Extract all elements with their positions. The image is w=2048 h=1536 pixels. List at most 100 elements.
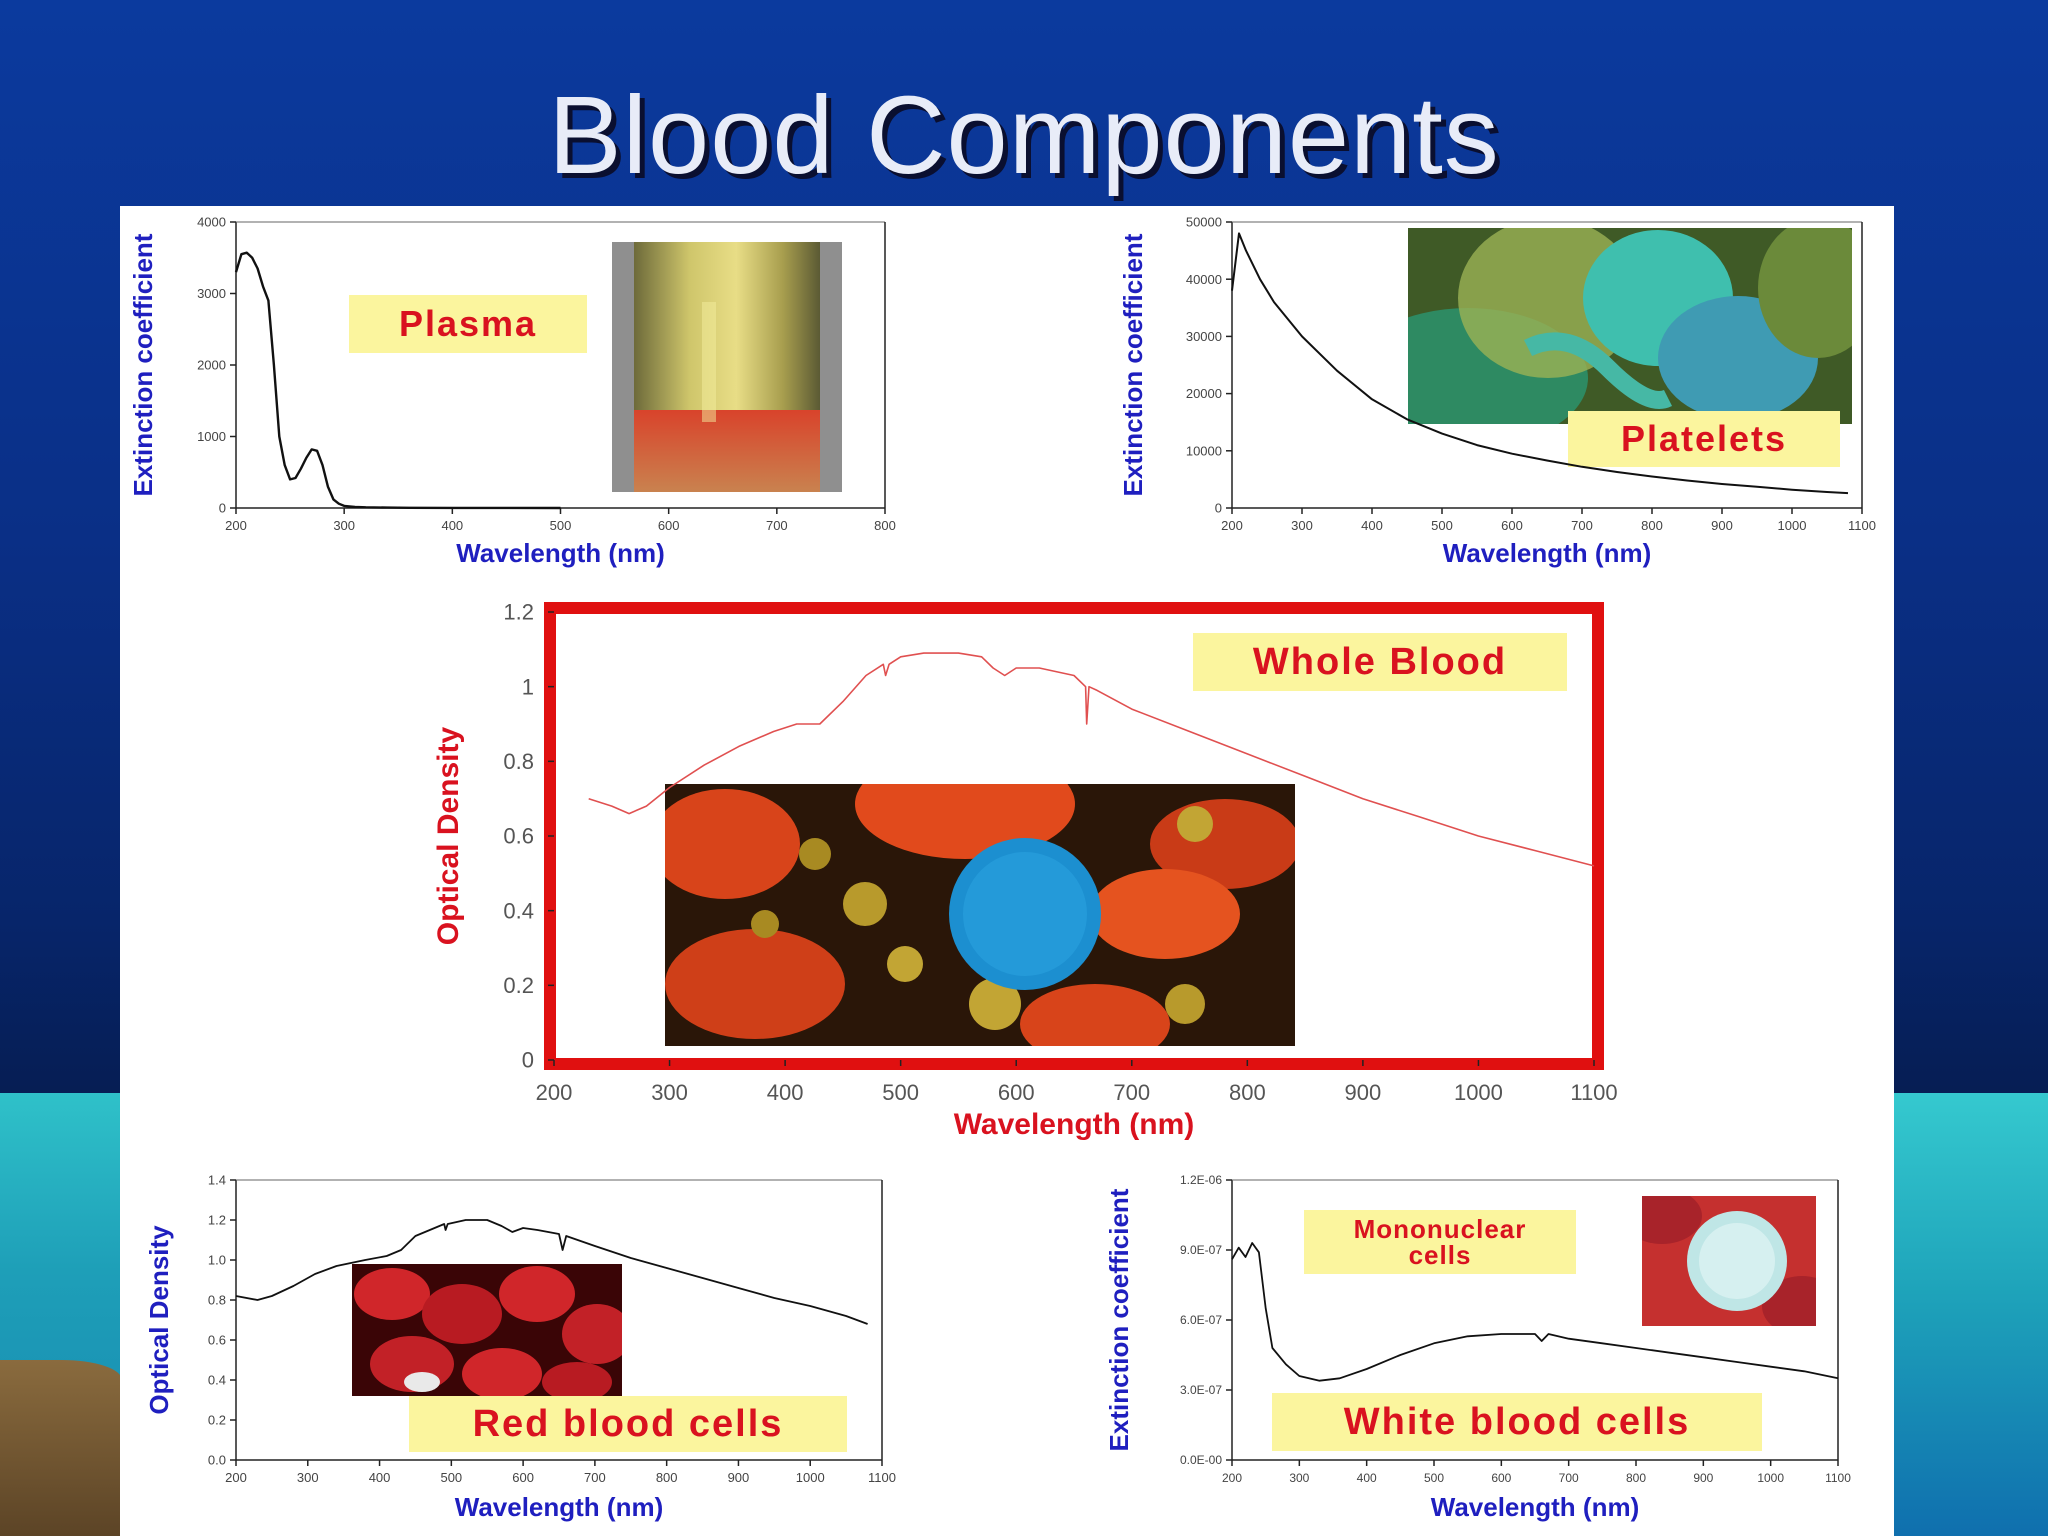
whole_blood-xtick-label: 900 (1345, 1080, 1382, 1105)
platelets-xtick-label: 500 (1431, 518, 1453, 533)
whole_blood-xtick-label: 800 (1229, 1080, 1266, 1105)
plasma-ytick-label: 1000 (197, 429, 226, 444)
whole_blood-xtick-label: 300 (651, 1080, 688, 1105)
platelets-xtick-label: 900 (1711, 518, 1733, 533)
white_blood_cells-xtick-label: 1100 (1825, 1471, 1851, 1485)
red_blood_cells-ytick-label: 0.8 (208, 1293, 226, 1308)
plasma-xtick-label: 600 (658, 518, 680, 533)
mononuclear-label-line1: Mononuclear (1353, 1214, 1527, 1244)
whole_blood-series-line (588, 652, 1595, 867)
white_blood_cells-xtick-label: 300 (1289, 1471, 1309, 1485)
white_blood_cells-ytick-label: 3.0E-07 (1180, 1383, 1222, 1397)
red_blood_cells-chart: 200 300 400 500 600 700 800 900 1000 1100 0.0 0.2 0.… (144, 1173, 896, 1522)
platelets-ytick-label: 0 (1215, 501, 1222, 516)
red_blood_cells-ytick-label: 1.2 (208, 1213, 226, 1228)
platelets-xtick-label: 800 (1641, 518, 1663, 533)
platelets-photo (1408, 228, 1852, 424)
whole_blood-ytick-label: 0.4 (503, 898, 534, 923)
red_blood_cells-x-axis-label: Wavelength (nm) (455, 1492, 663, 1522)
white_blood_cells-xtick-label: 800 (1626, 1471, 1646, 1485)
platelets-xtick-label: 1100 (1848, 518, 1876, 533)
red_blood_cells-xtick-label: 200 (225, 1470, 247, 1485)
red_blood_cells-xtick-label: 600 (512, 1470, 534, 1485)
plasma-x-axis-label: Wavelength (nm) (456, 538, 664, 568)
white_blood_cells-xtick-label: 400 (1357, 1471, 1377, 1485)
plasma-ytick-label: 3000 (197, 286, 226, 301)
white_blood_cells-xtick-label: 900 (1693, 1471, 1713, 1485)
red_blood_cells-xtick-label: 500 (440, 1470, 462, 1485)
plasma-series-line (234, 251, 561, 510)
plasma-label: Plasma (349, 295, 587, 353)
white_blood_cells-xtick-label: 600 (1491, 1471, 1511, 1485)
red-blood-cells-label: Red blood cells (409, 1396, 847, 1452)
platelets-ytick-label: 20000 (1186, 386, 1222, 401)
slide-decoration-sand (0, 1360, 122, 1536)
whole_blood-ytick-label: 0.8 (503, 749, 534, 774)
red_blood_cells-ytick-label: 1.4 (208, 1173, 226, 1188)
plasma-tube-photo (612, 242, 842, 492)
red_blood_cells-ytick-label: 0.0 (208, 1453, 226, 1468)
platelets-xtick-label: 400 (1361, 518, 1383, 533)
whole_blood-xtick-label: 500 (882, 1080, 919, 1105)
white_blood_cells-ytick-label: 1.2E-06 (1180, 1173, 1222, 1187)
red_blood_cells-xtick-label: 800 (656, 1470, 678, 1485)
white_blood_cells-x-axis-label: Wavelength (nm) (1431, 1492, 1639, 1522)
plasma-xtick-label: 800 (874, 518, 896, 533)
plasma-xtick-label: 300 (333, 518, 355, 533)
whole_blood-xtick-label: 1100 (1570, 1080, 1617, 1105)
white_blood_cells-ytick-label: 9.0E-07 (1180, 1243, 1222, 1257)
platelets-x-axis-label: Wavelength (nm) (1443, 538, 1651, 568)
whole_blood-ytick-label: 0.6 (503, 824, 534, 849)
plasma-ytick-label: 2000 (197, 358, 226, 373)
red_blood_cells-xtick-label: 300 (297, 1470, 319, 1485)
whole_blood-xtick-label: 200 (536, 1080, 573, 1105)
whole_blood-xtick-label: 1000 (1454, 1080, 1503, 1105)
whole_blood-ytick-label: 1.2 (503, 600, 534, 625)
whole-blood-sem-photo (665, 784, 1295, 1046)
whole_blood-xtick-label: 600 (998, 1080, 1035, 1105)
white_blood_cells-ytick-label: 0.0E-00 (1180, 1453, 1222, 1467)
platelets-y-axis-label: Extinction coefficient (1118, 233, 1148, 496)
slide-decoration-right (1894, 1093, 2048, 1536)
red_blood_cells-xtick-label: 700 (584, 1470, 606, 1485)
red_blood_cells-ytick-label: 0.6 (208, 1333, 226, 1348)
whole_blood-x-axis-label: Wavelength (nm) (954, 1108, 1195, 1141)
plasma-ytick-label: 0 (219, 501, 226, 516)
red_blood_cells-ytick-label: 0.2 (208, 1413, 226, 1428)
platelets-ytick-label: 30000 (1186, 329, 1222, 344)
plasma-xtick-label: 400 (441, 518, 463, 533)
white_blood_cells-xtick-label: 200 (1222, 1471, 1242, 1485)
mononuclear-label-line2: cells (1408, 1240, 1472, 1270)
white_blood_cells-xtick-label: 700 (1559, 1471, 1579, 1485)
slide-title: Blood Components (548, 74, 1500, 197)
plasma-xtick-label: 500 (550, 518, 572, 533)
red_blood_cells-xtick-label: 1100 (868, 1470, 896, 1485)
white-blood-cells-label: White blood cells (1272, 1393, 1762, 1451)
platelets-ytick-label: 10000 (1186, 443, 1222, 458)
platelets-xtick-label: 1000 (1778, 518, 1807, 533)
white_blood_cells-y-axis-label: Extinction coefficient (1104, 1188, 1134, 1451)
white_blood_cells-xtick-label: 1000 (1757, 1471, 1784, 1485)
plasma-xtick-label: 200 (225, 518, 247, 533)
platelets-xtick-label: 200 (1221, 518, 1243, 533)
whole_blood-xtick-label: 700 (1113, 1080, 1150, 1105)
platelets-ytick-label: 50000 (1186, 215, 1222, 230)
red_blood_cells-series-line (235, 1219, 868, 1325)
plasma-xtick-label: 700 (766, 518, 788, 533)
whole_blood-ytick-label: 0 (522, 1048, 534, 1073)
platelets-xtick-label: 300 (1291, 518, 1313, 533)
red_blood_cells-xtick-label: 1000 (796, 1470, 825, 1485)
whole_blood-xtick-label: 400 (767, 1080, 804, 1105)
whole_blood-ytick-label: 1 (522, 674, 534, 699)
whole_blood-y-axis-label: Optical Density (432, 726, 465, 945)
white_blood_cells-series-line (1231, 1242, 1839, 1382)
red_blood_cells-xtick-label: 400 (369, 1470, 391, 1485)
white_blood_cells-ytick-label: 6.0E-07 (1180, 1313, 1222, 1327)
mononuclear-cells-label: Mononuclear cells (1304, 1210, 1576, 1274)
red_blood_cells-xtick-label: 900 (728, 1470, 750, 1485)
